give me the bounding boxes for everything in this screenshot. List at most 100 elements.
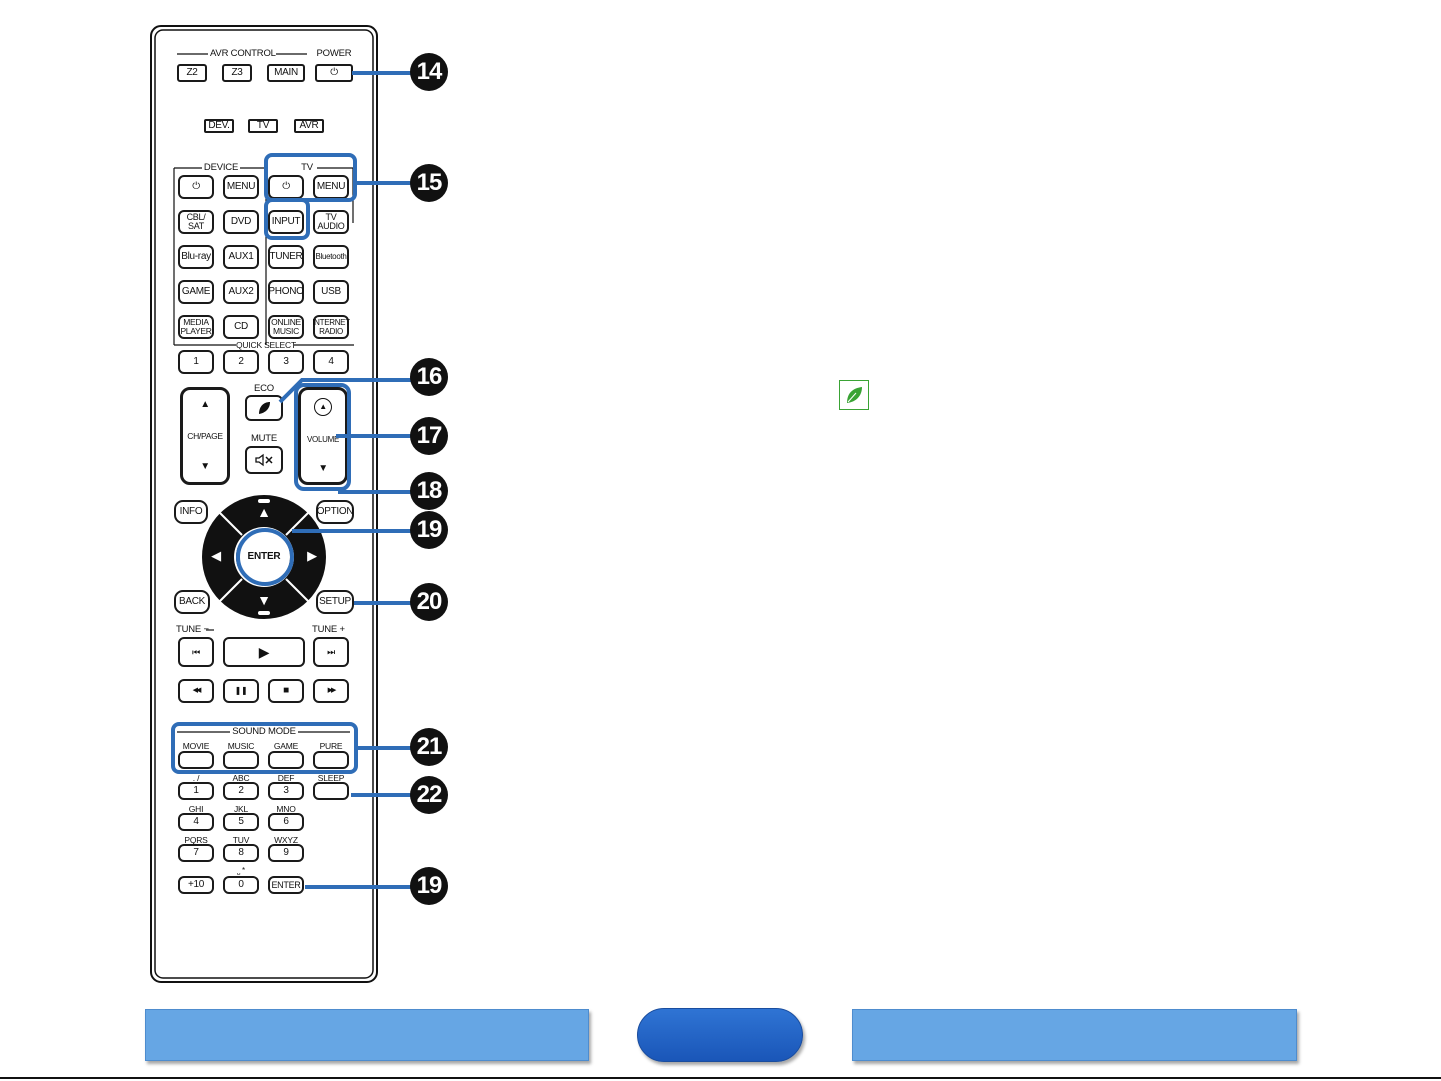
power-label: POWER <box>316 48 352 59</box>
info-button[interactable]: INFO <box>174 500 208 524</box>
fast-forward-button[interactable]: ▶▶ <box>313 679 349 703</box>
z2-button[interactable]: Z2 <box>177 64 207 82</box>
keypad-plus10-button[interactable]: +10 <box>178 876 214 894</box>
keypad-6-button[interactable]: 6 <box>268 813 304 831</box>
ch-page-label: CH/PAGE <box>187 431 223 441</box>
keypad-1-button[interactable]: 1 <box>178 782 214 800</box>
callout-19: 19 <box>410 511 448 549</box>
callout-line-14 <box>352 71 414 75</box>
tv-input-highlight <box>264 198 310 240</box>
device-section-label: DEVICE <box>203 162 239 173</box>
callout-line-19a <box>292 529 414 533</box>
ch-up-icon[interactable]: ▲ <box>200 399 210 410</box>
keypad-3-button[interactable]: 3 <box>268 782 304 800</box>
keypad-7-button[interactable]: 7 <box>178 844 214 862</box>
sleep-button[interactable] <box>313 782 349 800</box>
sound-mode-highlight <box>171 722 358 774</box>
callout-line-18 <box>338 490 414 494</box>
tuner-button[interactable]: TUNER <box>268 245 304 269</box>
keypad-8-button[interactable]: 8 <box>223 844 259 862</box>
dev-mode-button[interactable]: DEV. <box>204 119 234 133</box>
back-button[interactable]: BACK <box>174 590 210 614</box>
keypad-letters-0: ⎵ * <box>237 866 245 875</box>
aux2-button[interactable]: AUX2 <box>223 280 259 304</box>
keypad-letters-4: GHI <box>188 804 204 814</box>
stop-button[interactable]: ■ <box>268 679 304 703</box>
quick-select-1-button[interactable]: 1 <box>178 350 214 374</box>
internet-radio-button[interactable]: INTERNET RADIO <box>312 315 350 339</box>
game-source-button[interactable]: GAME <box>178 280 214 304</box>
ch-page-rocker[interactable]: ▲ CH/PAGE ▼ <box>180 387 230 485</box>
nav-next-bar[interactable] <box>852 1009 1297 1061</box>
tv-section-label: TV <box>301 162 313 173</box>
callout-15: 15 <box>410 164 448 202</box>
usb-button[interactable]: USB <box>313 280 349 304</box>
callout-line-19b <box>305 885 414 889</box>
keypad-letters-9: WXYZ <box>274 835 298 845</box>
quick-select-2-button[interactable]: 2 <box>223 350 259 374</box>
aux1-button[interactable]: AUX1 <box>223 245 259 269</box>
tv-input-button[interactable]: INPUT <box>268 210 304 234</box>
volume-label: VOLUME <box>307 435 339 444</box>
game-mode-button[interactable] <box>268 751 304 769</box>
avr-power-button[interactable]: ⏻ <box>315 64 353 82</box>
keypad-enter-button[interactable]: ENTER <box>268 876 304 894</box>
eco-button[interactable] <box>245 395 283 421</box>
mute-icon <box>255 453 273 467</box>
device-power-button[interactable]: ⏻ <box>178 175 214 199</box>
keypad-letters-1: . / <box>192 773 200 783</box>
device-menu-button[interactable]: MENU <box>223 175 259 199</box>
phono-button[interactable]: PHONO <box>268 280 304 304</box>
play-button[interactable]: ▶ <box>223 637 305 667</box>
bottom-rule <box>0 1077 1441 1079</box>
online-music-button[interactable]: ONLINE MUSIC <box>268 315 304 339</box>
arrow-left-icon[interactable]: ◀ <box>211 548 221 563</box>
quick-select-3-button[interactable]: 3 <box>268 350 304 374</box>
movie-button[interactable] <box>178 751 214 769</box>
game-mode-label: GAME <box>273 741 299 751</box>
bluetooth-button[interactable]: Bluetooth <box>313 245 349 269</box>
quick-select-label: QUICK SELECT <box>236 340 296 350</box>
music-button[interactable] <box>223 751 259 769</box>
skip-forward-button[interactable]: ⏭ <box>313 637 349 667</box>
skip-back-button[interactable]: ⏮ <box>178 637 214 667</box>
bluray-button[interactable]: Blu-ray <box>178 245 214 269</box>
nav-previous-bar[interactable] <box>145 1009 589 1061</box>
media-player-button[interactable]: MEDIA PLAYER <box>178 315 214 339</box>
keypad-2-button[interactable]: 2 <box>223 782 259 800</box>
z3-button[interactable]: Z3 <box>222 64 252 82</box>
tv-menu-highlight <box>264 153 357 202</box>
enter-highlight <box>236 528 294 586</box>
volume-up-icon[interactable]: ▲ <box>314 398 332 416</box>
arrow-right-icon[interactable]: ▶ <box>307 548 317 563</box>
tune-plus-label: TUNE + <box>312 624 345 635</box>
arrow-down-icon[interactable]: ▼ <box>257 592 271 608</box>
quick-select-4-button[interactable]: 4 <box>313 350 349 374</box>
tv-menu-button[interactable]: MENU <box>313 175 349 199</box>
cbl-sat-button[interactable]: CBL/ SAT <box>178 210 214 234</box>
pure-button[interactable] <box>313 751 349 769</box>
sound-mode-label: SOUND MODE <box>232 726 296 737</box>
nav-home-button[interactable] <box>637 1008 803 1062</box>
keypad-9-button[interactable]: 9 <box>268 844 304 862</box>
keypad-5-button[interactable]: 5 <box>223 813 259 831</box>
arrow-up-icon[interactable]: ▲ <box>257 504 271 520</box>
option-button[interactable]: OPTION <box>316 500 354 524</box>
mute-button[interactable] <box>245 446 283 474</box>
avr-mode-button[interactable]: AVR <box>294 119 324 133</box>
ch-down-icon[interactable]: ▼ <box>200 461 210 472</box>
keypad-letters-2: ABC <box>232 773 250 783</box>
tv-audio-button[interactable]: TV AUDIO <box>313 210 349 234</box>
volume-down-icon[interactable]: ▼ <box>318 463 328 474</box>
main-button[interactable]: MAIN <box>267 64 305 82</box>
rewind-button[interactable]: ◀◀ <box>178 679 214 703</box>
keypad-0-button[interactable]: 0 <box>223 876 259 894</box>
pause-button[interactable]: ❚❚ <box>223 679 259 703</box>
callout-22: 22 <box>410 776 448 814</box>
tv-mode-button[interactable]: TV <box>248 119 278 133</box>
leaf-icon <box>259 402 270 414</box>
setup-button[interactable]: SETUP <box>316 590 354 614</box>
keypad-4-button[interactable]: 4 <box>178 813 214 831</box>
dvd-button[interactable]: DVD <box>223 210 259 234</box>
cd-button[interactable]: CD <box>223 315 259 339</box>
